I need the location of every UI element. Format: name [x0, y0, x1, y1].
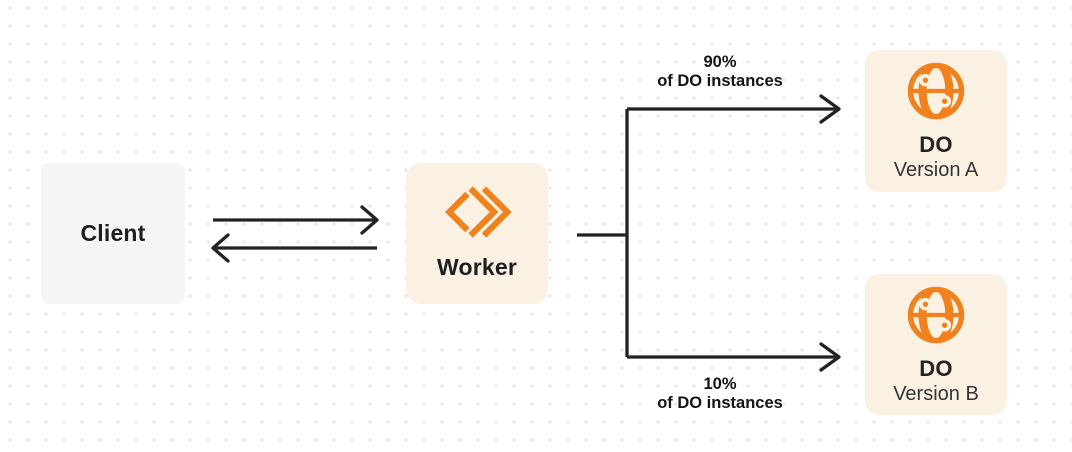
bottom-branch-percent: 10% — [703, 375, 737, 393]
branch-trunk-line — [577, 109, 629, 357]
globe-icon — [907, 62, 965, 120]
node-do-version-b: DO Version B — [865, 274, 1007, 415]
arrow-client-to-worker — [213, 205, 379, 235]
node-worker: Worker — [406, 163, 548, 304]
do-a-title: DO — [919, 132, 953, 157]
node-do-version-a: DO Version A — [865, 50, 1007, 192]
node-client: Client — [41, 163, 185, 304]
top-branch-label: 90% of DO instances — [600, 53, 840, 91]
do-b-title: DO — [919, 356, 953, 381]
top-branch-percent: 90% — [703, 53, 737, 71]
bottom-branch-label: 10% of DO instances — [600, 375, 840, 413]
arrow-worker-to-client — [211, 233, 377, 263]
globe-icon — [907, 286, 965, 344]
arrow-to-do-version-b — [627, 342, 841, 372]
bottom-branch-caption: of DO instances — [657, 394, 783, 412]
client-label: Client — [80, 220, 146, 246]
workers-chevrons-icon — [444, 186, 512, 238]
top-branch-caption: of DO instances — [657, 72, 783, 90]
arrow-to-do-version-a — [627, 94, 841, 124]
do-a-subtitle: Version A — [893, 159, 979, 181]
worker-label: Worker — [436, 254, 518, 280]
do-b-subtitle: Version B — [893, 383, 979, 405]
